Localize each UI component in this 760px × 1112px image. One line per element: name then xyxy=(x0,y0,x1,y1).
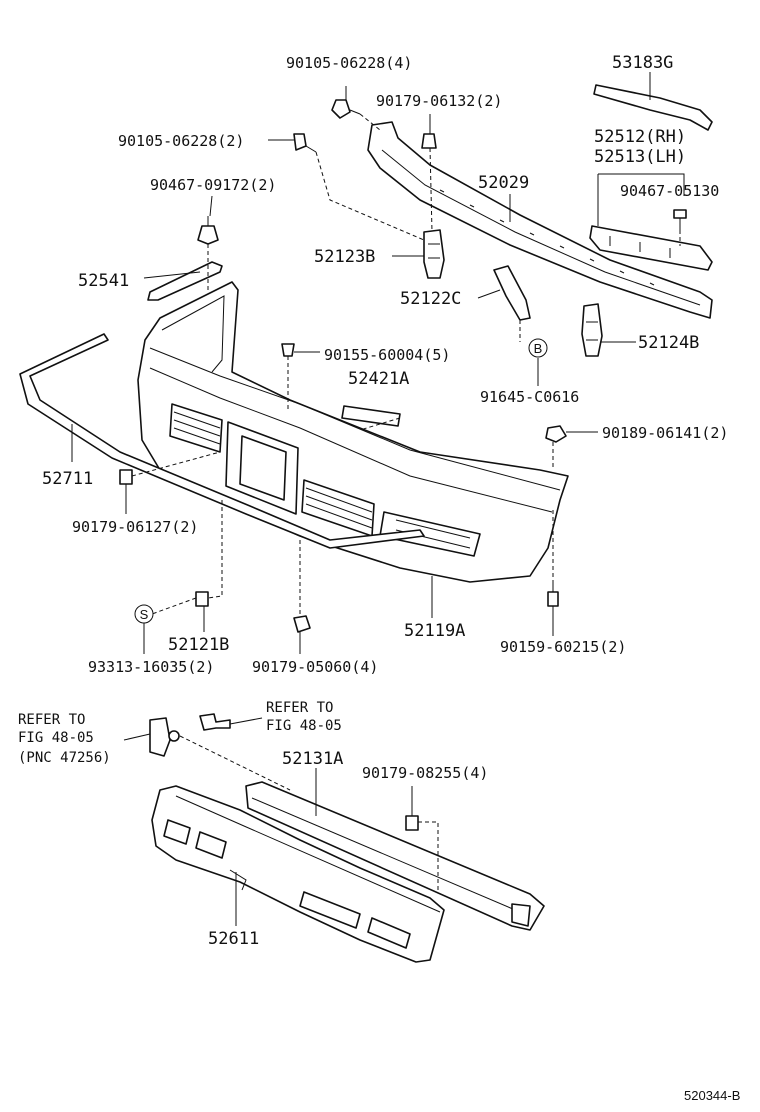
label-90179-06132-2: 90179-06132(2) xyxy=(376,92,502,110)
label-90467-09172-2: 90467-09172(2) xyxy=(150,176,276,194)
part-labels: 90105-06228(4) 90179-06132(2) 53183G 901… xyxy=(42,53,728,949)
molding-52541 xyxy=(147,261,223,301)
label-52123B: 52123B xyxy=(314,247,375,267)
label-93313-16035-2: 93313-16035(2) xyxy=(88,658,214,676)
plate-52421A xyxy=(341,405,401,427)
molding-52711 xyxy=(19,333,425,549)
label-52029: 52029 xyxy=(478,173,529,193)
label-53183G: 53183G xyxy=(612,53,673,73)
bracket-52123B xyxy=(423,229,445,279)
molding-53183G xyxy=(593,84,713,131)
svg-text:(PNC 47256): (PNC 47256) xyxy=(18,750,111,766)
label-52541: 52541 xyxy=(78,271,129,291)
label-52512: 52512(RH) xyxy=(594,127,686,147)
bumper-retainer-52512-52513 xyxy=(589,225,713,271)
refer-note-right: REFER TO FIG 48-05 xyxy=(266,700,342,734)
fasteners xyxy=(119,99,687,831)
assembly-lines xyxy=(131,113,681,890)
circle-b-marker: B xyxy=(528,338,548,358)
label-90159-60215-2: 90159-60215(2) xyxy=(500,638,626,656)
label-52119A: 52119A xyxy=(404,621,465,641)
svg-text:FIG 48-05: FIG 48-05 xyxy=(266,718,342,734)
svg-text:REFER TO: REFER TO xyxy=(266,700,333,716)
bracket-52124B xyxy=(581,303,603,357)
refer-note-left: REFER TO FIG 48-05 (PNC 47256) xyxy=(18,712,111,766)
label-90467-05130: 90467-05130 xyxy=(620,182,719,200)
drawing-code: 520344-B xyxy=(684,1088,740,1103)
label-90189-06141-2: 90189-06141(2) xyxy=(602,424,728,442)
label-90155-60004-5: 90155-60004(5) xyxy=(324,346,450,364)
label-90105-06228-4: 90105-06228(4) xyxy=(286,54,412,72)
svg-text:FIG 48-05: FIG 48-05 xyxy=(18,730,94,746)
label-52513: 52513(LH) xyxy=(594,147,686,167)
bracket-52122C xyxy=(493,265,531,321)
svg-text:B: B xyxy=(534,341,543,356)
label-90179-06127-2: 90179-06127(2) xyxy=(72,518,198,536)
label-90105-06228-2: 90105-06228(2) xyxy=(118,132,244,150)
absorber-52611 xyxy=(151,785,445,963)
label-52121B: 52121B xyxy=(168,635,229,655)
label-52421A: 52421A xyxy=(348,369,409,389)
circle-s-marker: S xyxy=(134,604,154,624)
reinforcement-52131A xyxy=(245,781,545,931)
label-52711: 52711 xyxy=(42,469,93,489)
label-52124B: 52124B xyxy=(638,333,699,353)
svg-text:S: S xyxy=(140,607,149,622)
bumper-reinforcement-52029 xyxy=(367,121,713,319)
label-90179-05060-4: 90179-05060(4) xyxy=(252,658,378,676)
label-90179-08255-4: 90179-08255(4) xyxy=(362,764,488,782)
leader-lines xyxy=(71,72,685,926)
label-52611: 52611 xyxy=(208,929,259,949)
label-52122C: 52122C xyxy=(400,289,461,309)
svg-text:REFER TO: REFER TO xyxy=(18,712,85,728)
label-52131A: 52131A xyxy=(282,749,343,769)
label-91645-C0616: 91645-C0616 xyxy=(480,388,579,406)
refer-bracket xyxy=(149,713,231,757)
